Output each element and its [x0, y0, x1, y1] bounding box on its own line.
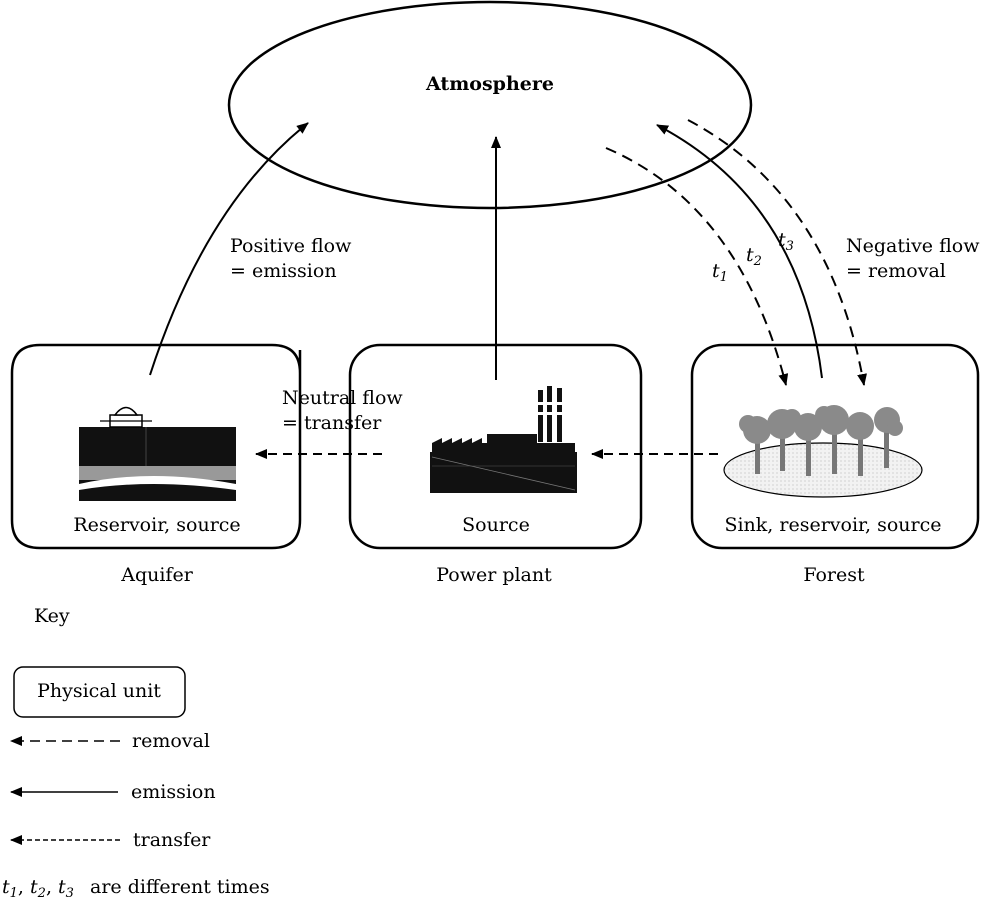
forest-box	[690, 343, 980, 550]
removal-arrow-t1	[605, 147, 789, 386]
forest-name: Forest	[803, 564, 865, 586]
negative-flow-subtitle: = removal	[846, 260, 946, 282]
power-plant-role-label: Source	[462, 514, 530, 536]
key-removal-label: removal	[132, 730, 210, 752]
positive-flow-label: Positive flow	[230, 235, 352, 257]
key-transfer-label: transfer	[133, 829, 211, 851]
atmosphere-ellipse	[227, 0, 753, 210]
aquifer-name: Aquifer	[120, 564, 193, 586]
time-label-t3: t3	[778, 229, 794, 254]
aquifer-box	[10, 343, 302, 550]
forest-role-label: Sink, reservoir, source	[724, 514, 941, 536]
aquifer-emission-arrow	[149, 122, 309, 376]
key-physical-unit-label: Physical unit	[37, 680, 161, 702]
key-physical-unit-box	[13, 666, 186, 718]
time-label-t2: t2	[746, 244, 762, 269]
negative-flow-label: Negative flow	[846, 235, 980, 257]
neutral-flow-subtitle: = transfer	[282, 412, 382, 434]
key-title: Key	[34, 605, 70, 627]
key-emission-label: emission	[131, 781, 216, 803]
factory-illustration	[430, 386, 577, 493]
aquifer-role-label: Reservoir, source	[73, 514, 240, 536]
neutral-flow-label: Neutral flow	[282, 387, 403, 409]
time-label-t1: t1	[712, 260, 728, 285]
forest-illustration	[723, 405, 923, 498]
forest-emission-arrow-t2	[656, 124, 823, 379]
power-plant-name: Power plant	[436, 564, 552, 586]
atmosphere-label: Atmosphere	[425, 73, 554, 95]
aquifer-illustration	[79, 406, 236, 501]
removal-arrow-t3	[687, 119, 867, 386]
positive-flow-subtitle: = emission	[230, 260, 337, 282]
